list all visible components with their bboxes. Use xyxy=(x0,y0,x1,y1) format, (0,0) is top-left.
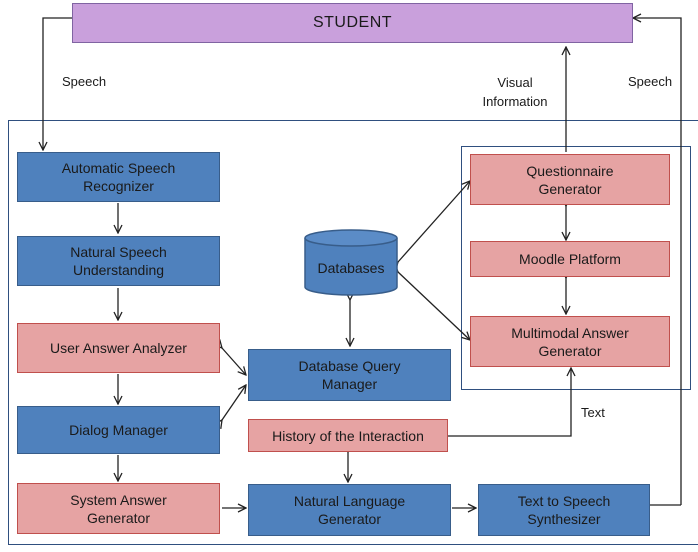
moodle-platform-box: Moodle Platform xyxy=(470,241,670,277)
user-answer-analyzer-box: User Answer Analyzer xyxy=(17,323,220,373)
edge-db-mag xyxy=(398,272,470,340)
natural-language-generator-box: Natural Language Generator xyxy=(248,484,451,536)
questionnaire-generator-box: Questionnaire Generator xyxy=(470,154,670,205)
dialog-manager-box: Dialog Manager xyxy=(17,406,220,454)
text-label: Text xyxy=(581,405,605,420)
history-label: History of the Interaction xyxy=(272,427,424,444)
dm-label: Dialog Manager xyxy=(69,422,168,438)
text-to-speech-synthesizer-box: Text to Speech Synthesizer xyxy=(478,484,650,536)
dqm-label: Database Query Manager xyxy=(298,358,401,392)
automatic-speech-recognizer-box: Automatic Speech Recognizer xyxy=(17,152,220,202)
moodle-label: Moodle Platform xyxy=(519,251,621,267)
database-query-manager-box: Database Query Manager xyxy=(248,349,451,401)
mag-label: Multimodal Answer Generator xyxy=(511,324,629,359)
edge-uaa-dqm xyxy=(222,348,246,375)
speech-left-label: Speech xyxy=(62,74,107,89)
edge-student-asr xyxy=(43,17,72,150)
sag-label: System Answer Generator xyxy=(70,491,167,526)
databases-cylinder xyxy=(304,229,398,296)
asr-label: Automatic Speech Recognizer xyxy=(61,160,176,194)
nsu-label: Natural Speech Understanding xyxy=(70,244,167,278)
natural-speech-understanding-box: Natural Speech Understanding xyxy=(17,236,220,286)
system-answer-generator-box: System Answer Generator xyxy=(17,483,220,534)
edge-hist-mag xyxy=(448,368,571,437)
tts-label: Text to Speech Synthesizer xyxy=(517,493,611,527)
speech-right-label: Speech xyxy=(628,74,673,89)
qg-label: Questionnaire Generator xyxy=(526,162,614,197)
history-of-interaction-box: History of the Interaction xyxy=(248,419,448,452)
edge-dm-dqm xyxy=(222,385,246,420)
student-label: STUDENT xyxy=(312,14,393,31)
multimodal-answer-generator-box: Multimodal Answer Generator xyxy=(470,316,670,367)
system-frame xyxy=(8,120,698,545)
student-box: STUDENT xyxy=(72,3,633,43)
databases-label: Databases xyxy=(317,260,385,276)
visual-information-label: Visual Information xyxy=(482,75,548,109)
edge-db-qg xyxy=(398,181,470,262)
edge-tts-student xyxy=(633,18,682,505)
nlg-label: Natural Language Generator xyxy=(293,493,406,527)
uaa-label: User Answer Analyzer xyxy=(50,340,187,356)
